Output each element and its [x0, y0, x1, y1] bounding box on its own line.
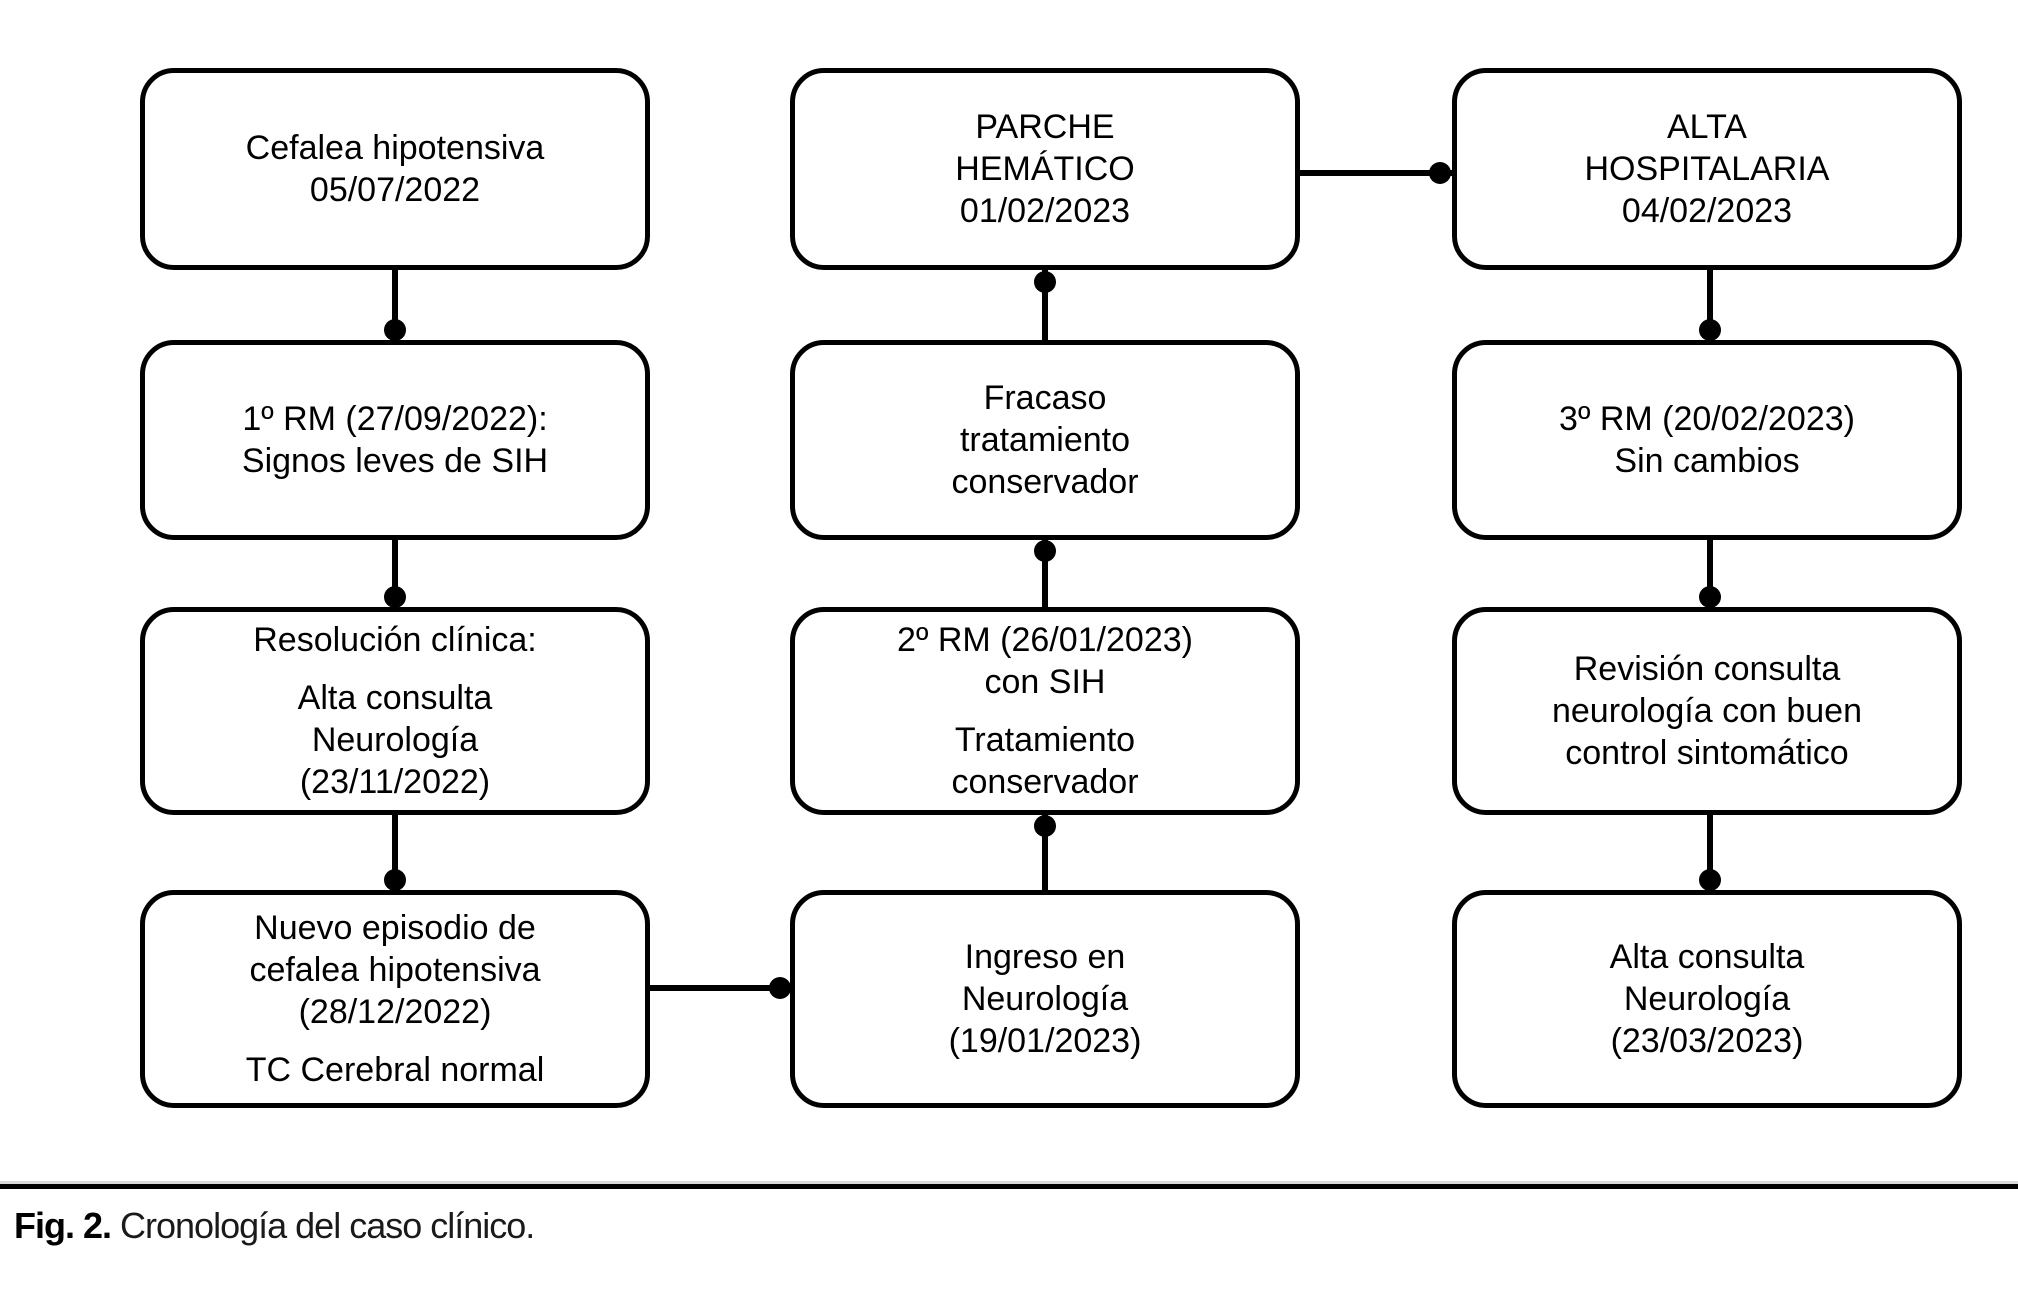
connector-dot-col1-3-4	[384, 869, 406, 891]
flow-box-alta-hospitalaria: ALTA HOSPITALARIA 04/02/2023	[1452, 68, 1962, 270]
box-text: PARCHE HEMÁTICO 01/02/2023	[955, 108, 1135, 230]
connector-col1-3-4	[392, 813, 398, 892]
caption-divider-shadow	[0, 1181, 2018, 1184]
flow-box-nuevo-episodio: Nuevo episodio de cefalea hipotensiva (2…	[140, 890, 650, 1108]
box-text: ALTA HOSPITALARIA 04/02/2023	[1584, 108, 1830, 230]
box-text: Resolución clínica:	[253, 621, 537, 659]
connector-dot-col2-4-3	[1034, 815, 1056, 837]
connector-col3-2-3	[1707, 538, 1713, 609]
flow-box-tercera-rm: 3º RM (20/02/2023) Sin cambios	[1452, 340, 1962, 540]
figure-caption-text: Cronología del caso clínico.	[120, 1205, 535, 1246]
flow-box-alta-consulta: Alta consulta Neurología (23/03/2023)	[1452, 890, 1962, 1108]
connector-col1-1-2	[392, 268, 398, 342]
connector-col2-to-col3	[1298, 170, 1454, 176]
box-text: Alta consulta Neurología (23/11/2022)	[297, 679, 493, 801]
box-text: 2º RM (26/01/2023) con SIH	[897, 621, 1193, 701]
box-text: 1º RM (27/09/2022): Signos leves de SIH	[241, 400, 549, 480]
flow-box-fracaso-tratamiento: Fracaso tratamiento conservador	[790, 340, 1300, 540]
figure-caption: Fig. 2. Cronología del caso clínico.	[14, 1204, 1914, 1248]
flow-box-parche-hematico: PARCHE HEMÁTICO 01/02/2023	[790, 68, 1300, 270]
connector-dot-col3-1-2	[1699, 319, 1721, 341]
flow-box-cefalea-hipotensiva: Cefalea hipotensiva 05/07/2022	[140, 68, 650, 270]
box-text: Revisión consulta neurología con buen co…	[1551, 650, 1863, 772]
connector-col1-to-col2	[648, 985, 792, 991]
flow-box-resolucion-clinica: Resolución clínica: Alta consulta Neurol…	[140, 607, 650, 815]
box-text: Tratamiento conservador	[951, 721, 1139, 801]
connector-dot-col2-2-1	[1034, 271, 1056, 293]
connector-dot-col3-2-3	[1699, 586, 1721, 608]
connector-dot-col2-3-2	[1034, 540, 1056, 562]
box-text: Cefalea hipotensiva 05/07/2022	[245, 129, 545, 209]
connector-col2-4-3	[1042, 813, 1048, 892]
connector-dot-col1-1-2	[384, 319, 406, 341]
connector-dot-col2-to-col3	[1429, 162, 1451, 184]
flow-box-revision-consulta: Revisión consulta neurología con buen co…	[1452, 607, 1962, 815]
connector-col2-3-2	[1042, 538, 1048, 609]
connector-dot-col3-3-4	[1699, 869, 1721, 891]
connector-col3-1-2	[1707, 266, 1713, 342]
connector-dot-col1-to-col2	[769, 977, 791, 999]
figure-label: Fig. 2.	[14, 1205, 112, 1246]
box-text: 3º RM (20/02/2023) Sin cambios	[1559, 400, 1855, 480]
connector-col2-2-1	[1042, 268, 1048, 342]
box-text: TC Cerebral normal	[245, 1051, 545, 1089]
flow-box-ingreso-neurologia: Ingreso en Neurología (19/01/2023)	[790, 890, 1300, 1108]
flow-box-primera-rm: 1º RM (27/09/2022): Signos leves de SIH	[140, 340, 650, 540]
connector-col3-3-4	[1707, 813, 1713, 892]
caption-divider	[0, 1184, 2018, 1189]
box-text: Fracaso tratamiento conservador	[951, 379, 1139, 501]
box-text: Alta consulta Neurología (23/03/2023)	[1609, 938, 1805, 1060]
connector-dot-col1-2-3	[384, 586, 406, 608]
box-text: Ingreso en Neurología (19/01/2023)	[948, 938, 1142, 1060]
box-text: Nuevo episodio de cefalea hipotensiva (2…	[249, 909, 541, 1031]
flow-box-segunda-rm: 2º RM (26/01/2023) con SIH Tratamiento c…	[790, 607, 1300, 815]
connector-col1-2-3	[392, 538, 398, 609]
